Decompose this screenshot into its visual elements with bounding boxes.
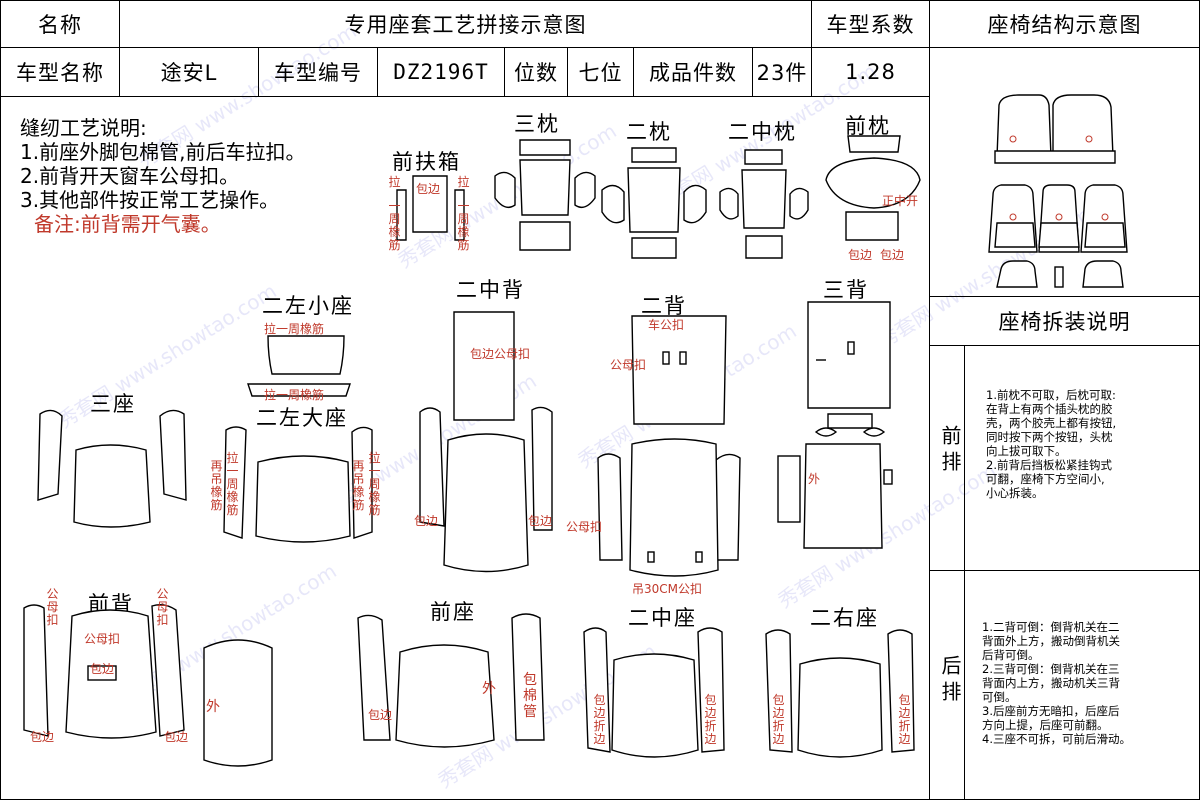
annot-la-yi-zhou-v: 拉一周橡筋 bbox=[368, 451, 381, 517]
notes-remark: 备注:前背需开气囊。 bbox=[34, 212, 221, 236]
annot-la-yi-zhou-v: 拉一周橡筋 bbox=[226, 451, 239, 517]
annot-bao-bian-zhe: 包边折边 bbox=[772, 693, 785, 746]
annot-bao-bian: 包边 bbox=[880, 248, 905, 262]
piece-er-zhong-zhen bbox=[719, 149, 809, 259]
annot-bao-bian: 包边 bbox=[30, 730, 55, 744]
annot-bao-bian-zhe: 包边折边 bbox=[593, 693, 606, 746]
annot-gong-mu: 公母扣 bbox=[566, 520, 603, 534]
notes-item: 2.前背开天窗车公母扣。 bbox=[20, 164, 240, 188]
annot-bao-bian-gong-mu: 包边公母扣 bbox=[470, 347, 531, 361]
piece-er-zuo-xiao-zuo bbox=[247, 335, 351, 397]
annot-bao-bian: 包边 bbox=[368, 708, 393, 722]
annot-la-yi-zhou: 拉一周橡筋 bbox=[264, 322, 325, 336]
label-qian-zuo: 前座 bbox=[430, 600, 476, 624]
piece-qian-bei bbox=[23, 603, 273, 767]
label-er-zuo-da-zuo: 二左大座 bbox=[256, 406, 348, 430]
struct-title: 座椅结构示意图 bbox=[929, 0, 1200, 48]
annot-la-yi-zhou: 拉一周橡筋 bbox=[264, 388, 325, 402]
piece-er-zhong-zuo bbox=[583, 627, 725, 758]
label-san-zuo: 三座 bbox=[90, 392, 136, 416]
front-row-label: 前排 bbox=[938, 425, 962, 477]
piece-qian-zhen bbox=[825, 135, 921, 241]
annot-wai: 外 bbox=[808, 472, 821, 486]
notes-item: 1.前座外脚包棉管,前后车拉扣。 bbox=[20, 140, 306, 164]
label-er-you-zuo: 二右座 bbox=[810, 606, 879, 630]
piece-er-zhong-bei bbox=[419, 311, 553, 573]
annot-bao-bian: 包边 bbox=[416, 182, 441, 196]
label-er-zuo-xiao-zuo: 二左小座 bbox=[262, 294, 354, 318]
label-er-zhong-bei: 二中背 bbox=[456, 278, 525, 302]
piece-er-zhen bbox=[601, 147, 707, 259]
label-san-bei: 三背 bbox=[823, 278, 869, 302]
piece-san-bei bbox=[777, 301, 893, 549]
rear-row-label: 后排 bbox=[938, 655, 962, 707]
piece-er-zuo-da-zuo bbox=[223, 426, 373, 543]
annot-zai-diao: 再吊橡筋 bbox=[210, 459, 223, 512]
annot-bao-bian-zhe: 包边折边 bbox=[704, 693, 717, 746]
sewing-notes: 缝纫工艺说明: 1.前座外脚包棉管,前后车拉扣。 2.前背开天窗车公母扣。 3.… bbox=[20, 116, 305, 236]
annot-bao-bian: 包边 bbox=[90, 662, 115, 676]
label-qian-zhen: 前枕 bbox=[845, 114, 891, 138]
label-er-zhong-zuo: 二中座 bbox=[628, 606, 697, 630]
label-san-zhen: 三枕 bbox=[514, 112, 560, 136]
annot-zheng-kai: 正中开 bbox=[882, 194, 919, 208]
code-value: DZ2196T bbox=[377, 47, 505, 97]
piece-qian-fu-xiang bbox=[396, 175, 465, 241]
annot-xiang-jin: 一周橡筋 bbox=[388, 199, 401, 252]
piece-san-zuo bbox=[37, 409, 187, 528]
coef-label: 车型系数 bbox=[811, 0, 930, 48]
annot-gong-mu-kou: 公母扣 bbox=[610, 358, 647, 372]
annot-xiang-jin: 一周橡筋 bbox=[457, 199, 470, 252]
disassembly-title: 座椅拆装说明 bbox=[929, 296, 1200, 346]
front-row-instructions: 1.前枕不可取，后枕可取: 在背上有两个插头枕的胶 壳，两个胶壳上都有按钮, 同… bbox=[986, 388, 1117, 500]
annot-bao-mian-guan: 包棉管 bbox=[523, 672, 537, 720]
label-er-zhen: 二枕 bbox=[626, 120, 672, 144]
code-label: 车型编号 bbox=[258, 47, 378, 97]
label-qian-fu-xiang: 前扶箱 bbox=[392, 150, 461, 174]
annot-bao-bian: 包边 bbox=[848, 248, 873, 262]
annot-wai: 外 bbox=[206, 699, 220, 715]
model-value: 途安L bbox=[119, 47, 259, 97]
seat-structure-illustration bbox=[988, 94, 1128, 288]
annot-la: 拉 bbox=[388, 175, 401, 189]
annot-la: 拉 bbox=[457, 175, 470, 189]
annot-gong-mu-kou: 公母扣 bbox=[84, 632, 121, 646]
rear-row-instructions: 1.二背可倒：倒背机关在二 背面外上方，搬动倒背机关 后背可倒。 2.三背可倒：… bbox=[982, 620, 1131, 746]
annot-wai: 外 bbox=[482, 681, 496, 697]
annot-bao-bian: 包边 bbox=[414, 514, 439, 528]
label-er-zhong-zhen: 二中枕 bbox=[728, 120, 797, 144]
annot-zai-diao: 再吊橡筋 bbox=[352, 459, 365, 512]
annot-bao-bian: 包边 bbox=[528, 514, 553, 528]
annot-bao-bian-zhe: 包边折边 bbox=[898, 693, 911, 746]
piece-qian-zuo bbox=[357, 613, 545, 748]
label-er-bei: 二背 bbox=[641, 294, 687, 318]
annot-gong-mu-kou-v: 公母扣 bbox=[46, 587, 59, 627]
annot-bao-bian: 包边 bbox=[164, 730, 189, 744]
piece-er-bei bbox=[597, 315, 741, 577]
pattern-pieces bbox=[23, 135, 921, 767]
piece-er-you-zuo bbox=[765, 629, 915, 758]
annot-diao-30: 吊30CM公扣 bbox=[632, 582, 703, 596]
notes-item: 3.其他部件按正常工艺操作。 bbox=[20, 188, 280, 212]
piece-san-zhen bbox=[494, 139, 596, 251]
annot-che-gong-kou: 车公扣 bbox=[648, 318, 685, 332]
notes-title: 缝纫工艺说明: bbox=[20, 116, 147, 140]
annot-gong-mu-kou-v: 公母扣 bbox=[156, 587, 169, 627]
